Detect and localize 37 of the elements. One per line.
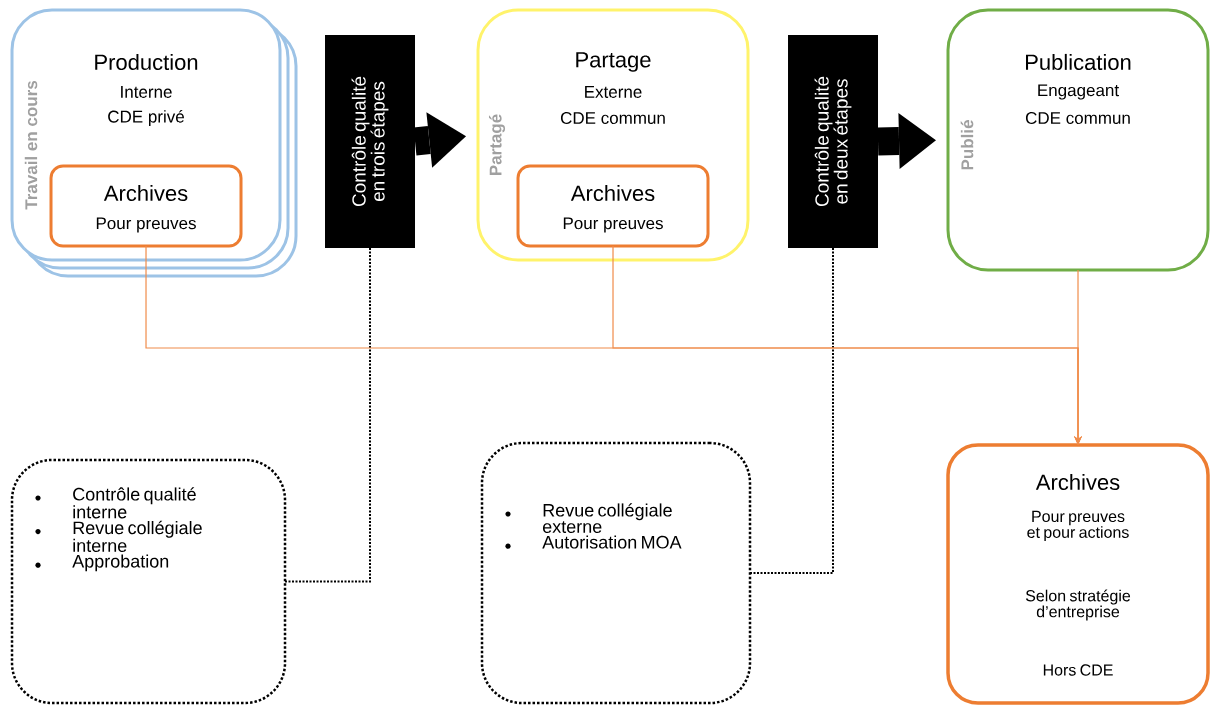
archive-box bbox=[49, 164, 243, 248]
stage-subtitle: CDE privé bbox=[108, 110, 184, 126]
stage-subtitle: CDE commun bbox=[560, 112, 665, 124]
block-arrow bbox=[413, 112, 467, 168]
archive-note: Hors CDE bbox=[1043, 664, 1113, 676]
archive-title: Archives bbox=[570, 184, 655, 202]
stage-title: Production bbox=[95, 53, 198, 71]
archive-title: Archives bbox=[103, 184, 188, 202]
vertical-label: Partagé bbox=[488, 114, 506, 176]
bullet-item: Revue collégiale interne bbox=[35, 520, 202, 552]
bullet-item: Contrôle qualité interne bbox=[35, 487, 196, 519]
stage-subtitle: Interne bbox=[121, 86, 172, 98]
bullet-item: Autorisation MOA bbox=[505, 535, 682, 549]
archive-subtitle: Pour preuves bbox=[96, 217, 196, 233]
bullet-item: Approbation bbox=[35, 554, 169, 572]
vertical-label: Travail en cours bbox=[24, 81, 38, 210]
archive-box bbox=[946, 443, 1210, 705]
stage-box bbox=[946, 8, 1210, 272]
archive-subtitle: Pour preuves bbox=[563, 217, 663, 233]
stage-title: Partage bbox=[576, 52, 651, 72]
stage-subtitle: Externe bbox=[585, 86, 642, 98]
stage-title: Publication bbox=[1026, 53, 1131, 71]
archive-note: Pour preuves et pour actions bbox=[1027, 510, 1129, 542]
gate-box: Contrôle qualité en deux étapes bbox=[788, 35, 878, 248]
dotted-box bbox=[10, 458, 287, 705]
stage-subtitle: Engageant bbox=[1038, 84, 1119, 100]
block-arrow bbox=[877, 113, 936, 170]
archive-box bbox=[516, 164, 710, 248]
gate-box: Contrôle qualité en trois étapes bbox=[325, 35, 415, 248]
archive-title: Archives bbox=[1035, 473, 1120, 491]
dotted-connector bbox=[284, 247, 371, 583]
dotted-connector bbox=[749, 247, 834, 574]
archive-note: Selon stratégie d’entreprise bbox=[1025, 589, 1131, 621]
dotted-box bbox=[480, 441, 752, 705]
vertical-label: Publié bbox=[960, 120, 974, 170]
stage-subtitle: CDE commun bbox=[1025, 112, 1130, 124]
bullet-item: Revue collégiale externe bbox=[505, 503, 672, 533]
